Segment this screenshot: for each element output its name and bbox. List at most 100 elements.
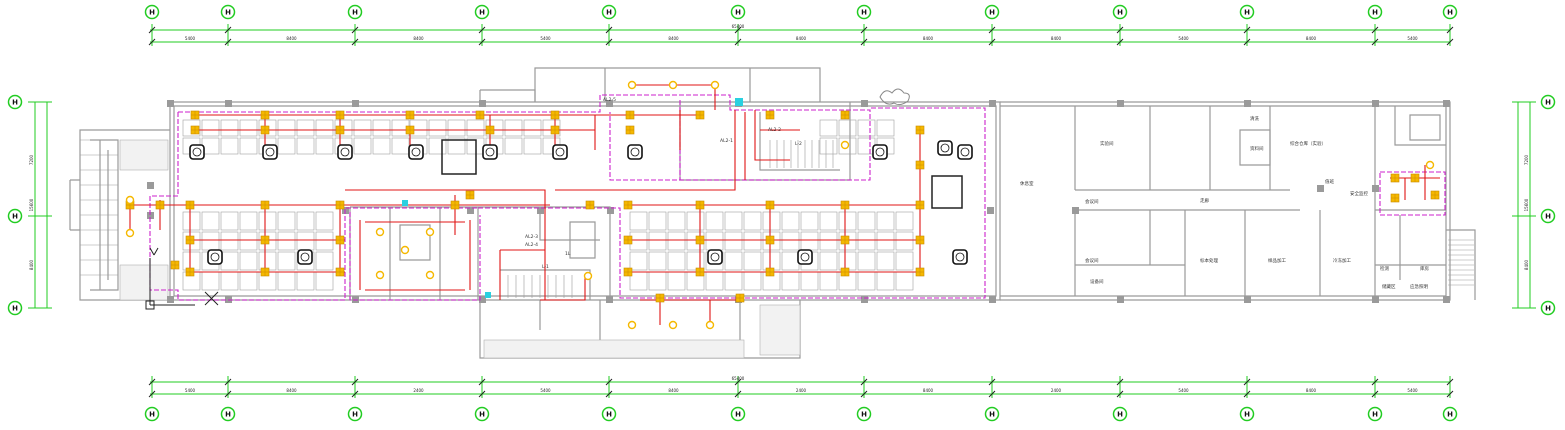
column bbox=[225, 100, 232, 107]
room-label-equipment: 设备间 bbox=[1090, 278, 1104, 285]
desk bbox=[523, 137, 542, 155]
dimension-tick-slash bbox=[1243, 38, 1251, 46]
panel-light bbox=[695, 200, 705, 210]
column bbox=[607, 207, 614, 214]
desk bbox=[648, 211, 667, 231]
panel-light bbox=[1390, 173, 1400, 183]
panel-light bbox=[623, 200, 633, 210]
axis-bubble-circle bbox=[1540, 94, 1556, 110]
left-dimension-lines bbox=[28, 101, 52, 309]
desk bbox=[296, 271, 315, 291]
panel-light bbox=[260, 110, 270, 120]
bottom-span-dim: 8400 bbox=[923, 388, 934, 393]
axis-bubble-label: H bbox=[1372, 411, 1378, 419]
desk bbox=[258, 119, 277, 137]
panel-light bbox=[335, 110, 345, 120]
top-span-dim: 5400 bbox=[1407, 36, 1418, 41]
column bbox=[1372, 296, 1379, 303]
panel-light bbox=[260, 267, 270, 277]
down-light bbox=[482, 144, 498, 160]
circuit-label-al2-2: AL2-2 bbox=[768, 127, 781, 133]
desk bbox=[857, 271, 876, 291]
dimension-tick-slash bbox=[351, 26, 359, 34]
axis-bubble-label: H bbox=[1545, 99, 1551, 107]
bottom-span-dim: 5400 bbox=[185, 388, 196, 393]
circle-fixtures bbox=[125, 80, 1435, 330]
circuit-label-al2-3: AL2-3 bbox=[525, 234, 538, 240]
desk bbox=[296, 119, 315, 137]
down-light-lens bbox=[340, 147, 350, 157]
down-light-lens bbox=[192, 147, 202, 157]
circle-fixture bbox=[627, 80, 637, 90]
desk bbox=[629, 251, 648, 271]
bottom-axis-bubble: H bbox=[984, 406, 1000, 422]
down-light-body bbox=[952, 249, 968, 265]
dimension-tick-slash bbox=[224, 26, 232, 34]
bottom-dimension-lines bbox=[150, 381, 1450, 395]
circuit-label-al2-1: AL2-1 bbox=[720, 138, 733, 144]
desk bbox=[523, 119, 542, 137]
desk bbox=[705, 271, 724, 291]
top-span-dim: 8400 bbox=[796, 36, 807, 41]
dimension-tick-slash bbox=[988, 38, 996, 46]
bottom-span-dim: 8400 bbox=[1306, 388, 1317, 393]
bottom-axis-bubble: H bbox=[1367, 406, 1383, 422]
column bbox=[479, 100, 486, 107]
panel-light bbox=[915, 125, 925, 135]
bottom-axis-bubble: H bbox=[220, 406, 236, 422]
down-light-lens bbox=[875, 147, 885, 157]
desk bbox=[762, 231, 781, 251]
dimension-texts: 5400540084008400840024005400540084008400… bbox=[29, 24, 1529, 393]
bottom-axis-bubble: H bbox=[144, 406, 160, 422]
desk bbox=[334, 119, 353, 137]
dimension-tick-slash bbox=[478, 26, 486, 34]
desk bbox=[239, 251, 258, 271]
bottom-axis-bubble: H bbox=[474, 406, 490, 422]
bottom-overall-dim: 65400 bbox=[732, 376, 745, 381]
desk bbox=[895, 271, 914, 291]
panel-light bbox=[335, 267, 345, 277]
left-axis-bubble: H bbox=[7, 94, 23, 110]
axis-bubble-label: H bbox=[1372, 9, 1378, 17]
axis-bubble-label: H bbox=[989, 9, 995, 17]
desk bbox=[220, 231, 239, 251]
desk bbox=[629, 211, 648, 231]
down-light-lens bbox=[630, 147, 640, 157]
dimension-tick-slash bbox=[1446, 390, 1454, 398]
panel-light bbox=[185, 267, 195, 277]
dimension-tick-slash bbox=[1371, 378, 1379, 386]
panel-light bbox=[170, 260, 180, 270]
desk bbox=[819, 211, 838, 231]
desk bbox=[428, 137, 447, 155]
desk bbox=[876, 251, 895, 271]
axis-bubble-circle bbox=[144, 4, 160, 20]
axis-bubble-circle bbox=[144, 406, 160, 422]
circuit-label-1l: 1L bbox=[565, 251, 571, 257]
desk bbox=[220, 137, 239, 155]
column bbox=[1443, 100, 1450, 107]
circuit-label-l-1: L-1 bbox=[542, 264, 549, 270]
desk bbox=[504, 137, 523, 155]
desk bbox=[781, 251, 800, 271]
desk bbox=[220, 251, 239, 271]
panel-light bbox=[840, 200, 850, 210]
circle-fixture bbox=[668, 320, 678, 330]
desk bbox=[182, 211, 201, 231]
axis-bubble-circle bbox=[347, 406, 363, 422]
desk bbox=[239, 211, 258, 231]
panel-light bbox=[585, 200, 595, 210]
desk bbox=[781, 231, 800, 251]
down-light-lens bbox=[555, 147, 565, 157]
down-light-body bbox=[707, 249, 723, 265]
desk bbox=[724, 251, 743, 271]
desk bbox=[258, 251, 277, 271]
desk bbox=[743, 271, 762, 291]
panel-light bbox=[695, 267, 705, 277]
bottom-axis-bubble: H bbox=[1239, 406, 1255, 422]
down-light bbox=[957, 144, 973, 160]
desk bbox=[743, 211, 762, 231]
room-label-emergency: 应急照明 bbox=[1410, 283, 1428, 290]
dimension-tick-slash bbox=[734, 390, 742, 398]
panel-light bbox=[765, 235, 775, 245]
